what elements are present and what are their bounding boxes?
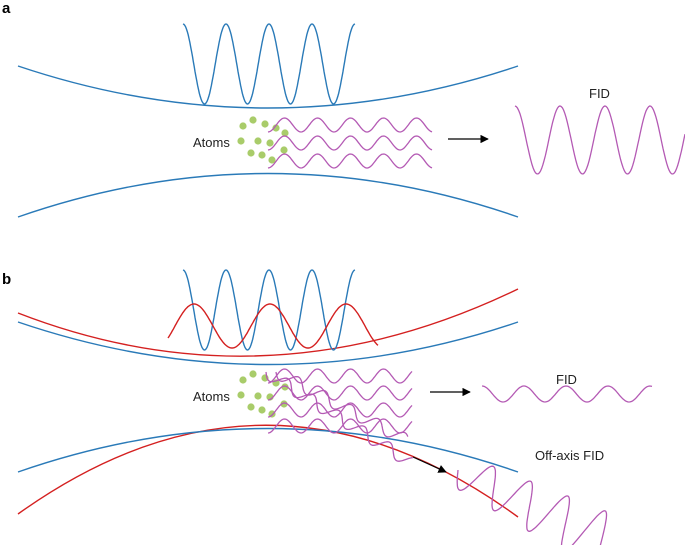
panel-b-diagonal-wave-1: [265, 371, 413, 462]
panel-b-lower-red-edge: [17, 424, 519, 518]
panel-b-fid-label: FID: [556, 372, 577, 387]
panel-a-atoms-label: Atoms: [193, 135, 230, 150]
atom-dot: [239, 376, 247, 384]
panel-a-atom-cloud: [237, 116, 289, 164]
panel-a: a Atoms FID: [2, 0, 685, 218]
panel-b-emitted-waves: [265, 368, 413, 462]
atom-dot: [249, 116, 257, 124]
panel-a-wave-2: [267, 135, 433, 151]
atom-dot: [258, 406, 266, 414]
panel-b-lower-blue-edge: [17, 427, 519, 473]
panel-a-label: a: [2, 0, 11, 17]
panel-b-wave-1: [267, 368, 413, 384]
panel-b-upper-blue-edge: [17, 321, 519, 366]
panel-b-wave-4: [267, 418, 413, 434]
panel-a-standing-wave: [182, 23, 356, 105]
panel-b-offaxis-arrow: [412, 456, 447, 473]
panel-b-offaxis-fid-label: Off-axis FID: [535, 448, 604, 463]
panel-b-diagonal-wave-2: [275, 371, 409, 438]
panel-a-wave-3: [267, 153, 433, 169]
panel-b-atom-cloud: [237, 370, 289, 418]
atom-dot: [268, 156, 276, 164]
panel-b-blue-standing-wave: [182, 269, 356, 351]
atom-dot: [281, 129, 289, 137]
atom-dot: [261, 120, 269, 128]
atom-dot: [237, 137, 245, 145]
panel-b: b Atoms FID Off-axis FID: [2, 269, 653, 545]
panel-b-offaxis-fid-wave: [456, 465, 608, 545]
panel-b-wave-2: [267, 385, 413, 401]
atom-dot: [258, 151, 266, 159]
atom-dot: [247, 149, 255, 157]
atom-dot: [272, 124, 280, 132]
atom-dot: [281, 383, 289, 391]
atom-dot: [280, 146, 288, 154]
panel-a-fid-wave: [514, 105, 685, 175]
panel-b-fid-wave: [481, 385, 653, 403]
atom-dot: [237, 391, 245, 399]
atom-dot: [239, 122, 247, 130]
atom-dot: [280, 400, 288, 408]
panel-b-upper-red-edge: [17, 288, 519, 357]
atom-dot: [247, 403, 255, 411]
panel-a-wave-1: [267, 117, 433, 133]
panel-a-fid-label: FID: [589, 86, 610, 101]
atom-dot: [249, 370, 257, 378]
panel-a-emitted-waves: [267, 117, 433, 169]
atom-dot: [254, 137, 262, 145]
panel-a-lower-beam-edge: [17, 172, 519, 218]
atom-dot: [254, 392, 262, 400]
panel-a-upper-beam-edge: [17, 65, 519, 109]
atom-dot: [266, 139, 274, 147]
panel-b-label: b: [2, 271, 11, 288]
panel-b-atoms-label: Atoms: [193, 389, 230, 404]
panel-b-red-standing-wave: [167, 303, 379, 349]
panel-b-wave-3: [267, 402, 413, 418]
